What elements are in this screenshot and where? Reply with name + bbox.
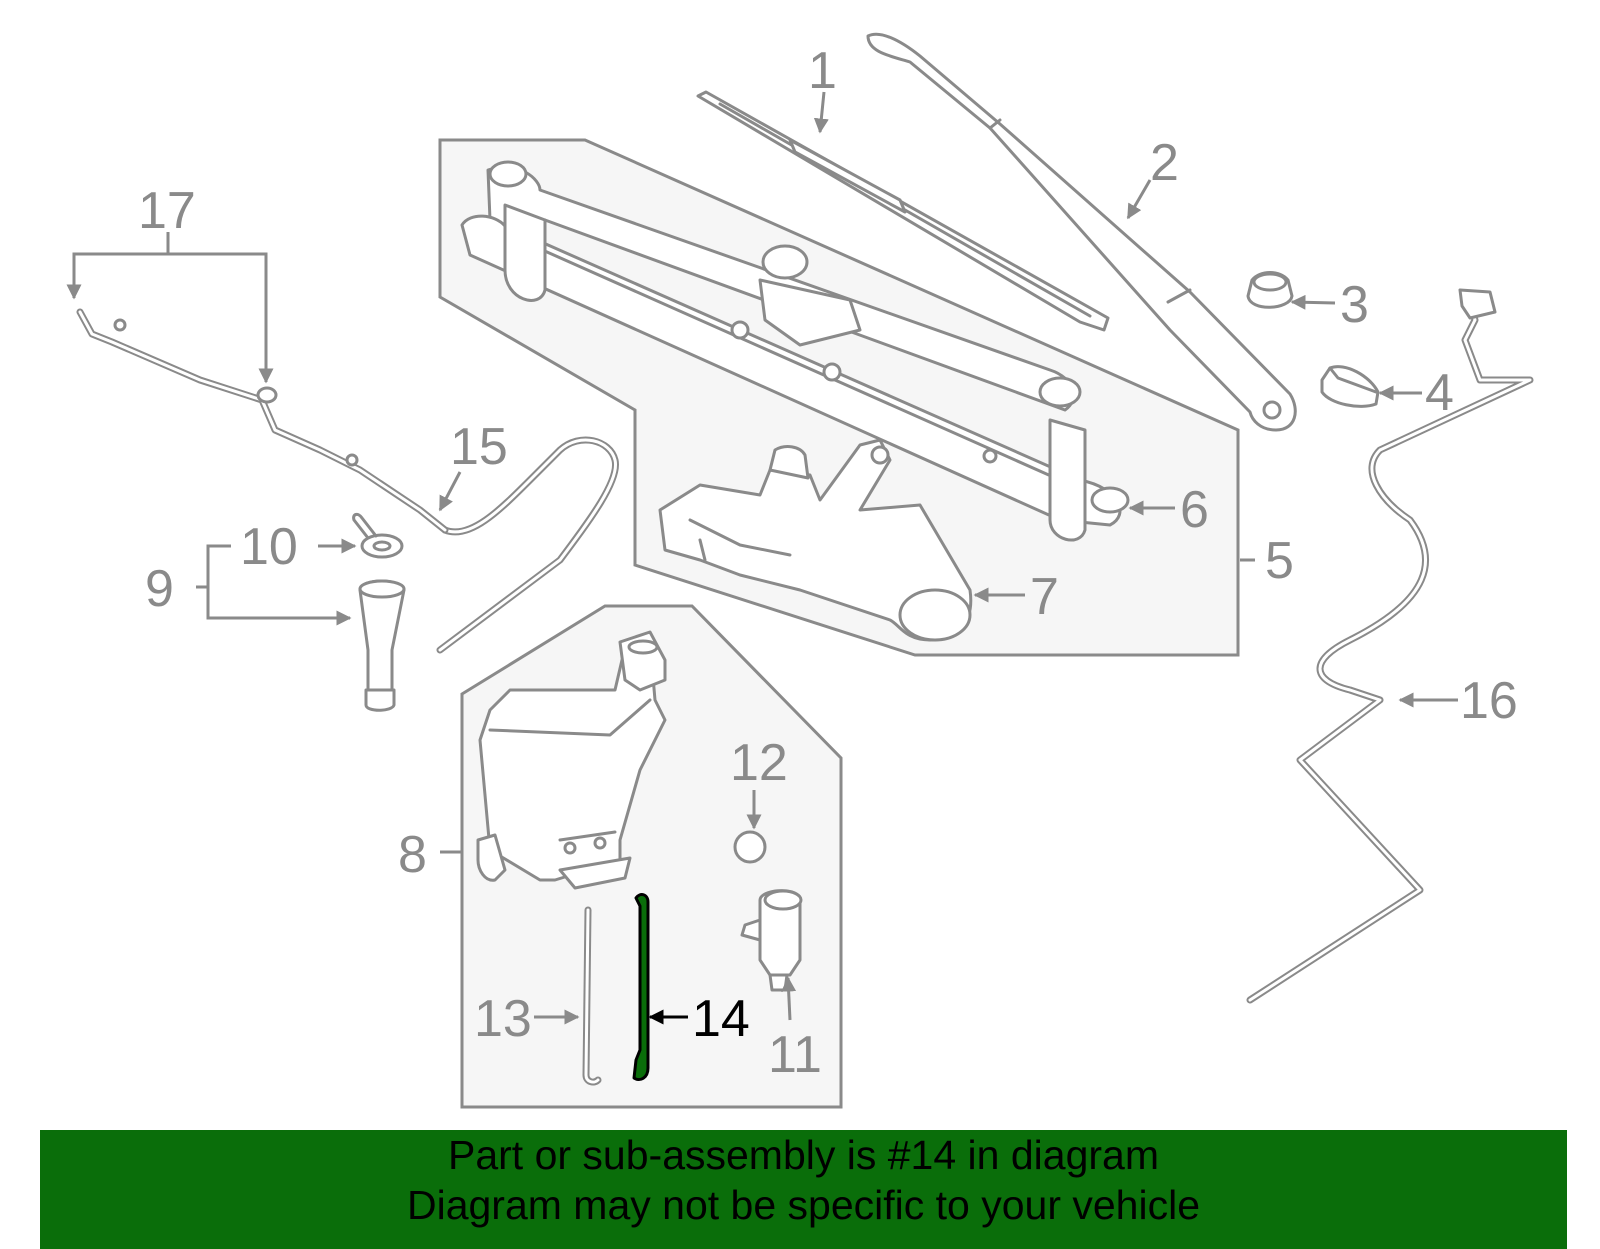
callout-11: 11 bbox=[768, 1026, 822, 1084]
grommet-part[interactable] bbox=[733, 830, 767, 864]
callout-6: 6 bbox=[1180, 481, 1209, 539]
callout-1: 1 bbox=[808, 42, 837, 100]
hose-17-part[interactable] bbox=[76, 308, 449, 534]
wiper-motor-part[interactable] bbox=[658, 438, 973, 642]
callout-16: 16 bbox=[1460, 672, 1518, 730]
callout-12: 12 bbox=[730, 734, 788, 792]
callout-5: 5 bbox=[1265, 532, 1294, 590]
callout-15: 15 bbox=[450, 418, 508, 476]
hose-16-part[interactable] bbox=[1246, 288, 1534, 1004]
callout-7: 7 bbox=[1030, 568, 1059, 626]
info-banner: Part or sub-assembly is #14 in diagram D… bbox=[40, 1130, 1567, 1249]
washer-reservoir-part[interactable] bbox=[476, 630, 667, 890]
hose-15-part[interactable] bbox=[436, 436, 620, 654]
wiper-linkage-part[interactable] bbox=[460, 160, 1130, 542]
callout-2: 2 bbox=[1150, 134, 1179, 192]
callout-14: 14 bbox=[692, 990, 750, 1048]
leaders bbox=[66, 91, 1458, 1025]
callout-13: 13 bbox=[474, 990, 532, 1048]
banner-line-part-number: Part or sub-assembly is #14 in diagram bbox=[448, 1132, 1159, 1178]
wiper-blade-part[interactable] bbox=[696, 90, 1110, 332]
hose-14-part[interactable] bbox=[632, 893, 650, 1082]
callout-17: 17 bbox=[138, 182, 196, 240]
banner-line-disclaimer: Diagram may not be specific to your vehi… bbox=[406, 1182, 1200, 1228]
callout-9: 9 bbox=[145, 560, 174, 618]
wiper-arm-part[interactable] bbox=[866, 32, 1297, 432]
callout-10: 10 bbox=[240, 518, 298, 576]
washer-pump-part[interactable] bbox=[740, 889, 803, 992]
arm-cap-part[interactable] bbox=[1320, 365, 1380, 408]
hose-13-part[interactable] bbox=[582, 906, 602, 1086]
callout-3: 3 bbox=[1340, 276, 1369, 334]
filler-cap-part[interactable] bbox=[352, 512, 404, 559]
nut-cap-part[interactable] bbox=[1246, 271, 1294, 309]
filler-neck-part[interactable] bbox=[358, 579, 406, 712]
callout-4: 4 bbox=[1425, 364, 1454, 422]
callout-8: 8 bbox=[398, 826, 427, 884]
